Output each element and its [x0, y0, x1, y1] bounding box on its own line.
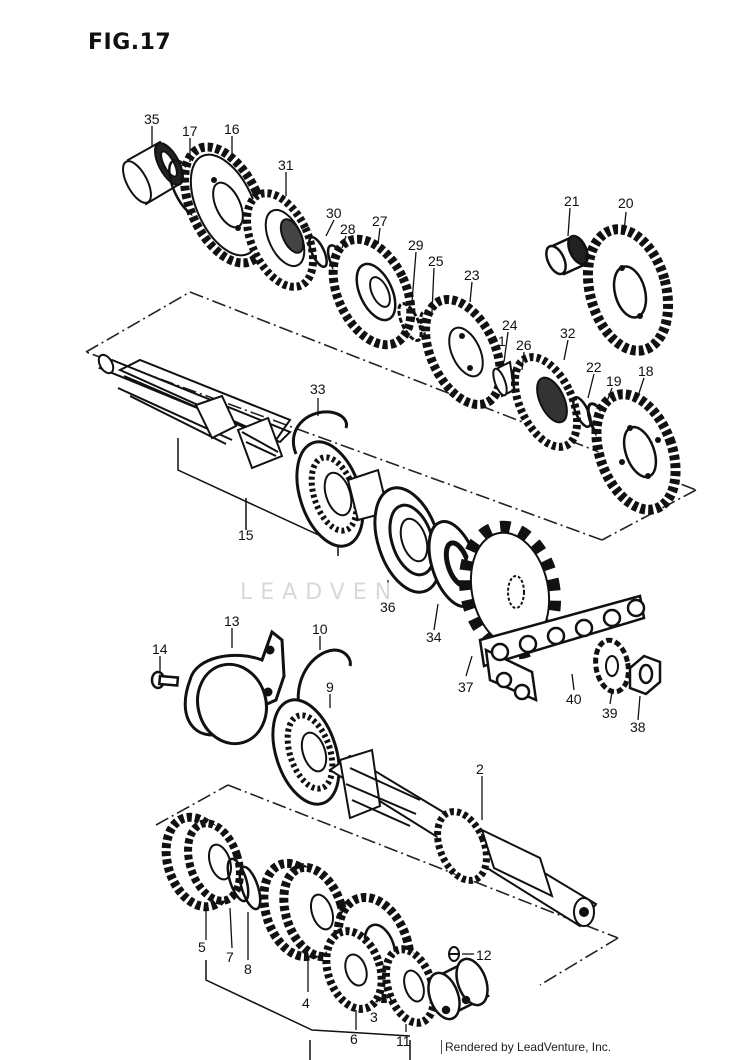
part-14-screw — [150, 670, 180, 690]
label-3: 3 — [370, 1009, 378, 1025]
part-15-shaft — [97, 353, 292, 470]
label-1: 1 — [498, 333, 506, 349]
part-9-bearing — [271, 698, 341, 806]
lower-assembly-boundary — [155, 784, 619, 986]
label-37: 37 — [458, 679, 474, 695]
label-8: 8 — [244, 961, 252, 977]
label-33: 33 — [310, 381, 326, 397]
label-2: 2 — [476, 761, 484, 777]
label-21: 21 — [564, 193, 580, 209]
watermark-text: LEADVEN — [240, 580, 400, 605]
label-4: 4 — [302, 995, 310, 1011]
part-8-circlip — [238, 865, 262, 911]
part-37-sprocket — [458, 520, 562, 660]
label-13: 13 — [224, 613, 240, 629]
part-6-gear — [322, 927, 386, 1013]
label-29: 29 — [408, 237, 424, 253]
label-26: 26 — [516, 337, 532, 353]
part-27-gear — [328, 234, 416, 350]
label-23: 23 — [464, 267, 480, 283]
label-7: 7 — [226, 949, 234, 965]
callout-bracket-lower — [205, 960, 411, 1060]
part-23-gear — [421, 294, 505, 410]
part-5-gear — [161, 812, 244, 912]
part-29-spline-washer — [397, 302, 423, 342]
part-21-bushing — [545, 234, 589, 276]
label-34: 34 — [426, 629, 442, 645]
label-17: 17 — [182, 123, 198, 139]
label-39: 39 — [602, 705, 618, 721]
part-32-gear — [510, 353, 582, 451]
part-40-drive-chain — [478, 594, 646, 703]
part-31-gear — [242, 189, 318, 291]
label-19: 19 — [606, 373, 622, 389]
label-24: 24 — [502, 317, 518, 333]
label-10: 10 — [312, 621, 328, 637]
part-20-gear — [582, 224, 674, 356]
label-11: 11 — [396, 1033, 411, 1049]
label-30: 30 — [326, 205, 342, 221]
label-25: 25 — [428, 253, 444, 269]
label-5: 5 — [198, 939, 206, 955]
label-31: 31 — [278, 157, 294, 173]
part-10-circlip — [296, 648, 352, 713]
label-15: 15 — [238, 527, 254, 543]
label-28: 28 — [340, 221, 356, 237]
label-6: 6 — [350, 1031, 358, 1047]
label-36: 36 — [380, 599, 396, 615]
part-7-washer — [226, 857, 250, 903]
part-39-lock-washer — [593, 637, 631, 695]
label-27: 27 — [372, 213, 388, 229]
label-14: 14 — [152, 641, 168, 657]
countershaft-bearing — [295, 440, 390, 548]
label-40: 40 — [566, 691, 582, 707]
part-30-washer — [308, 236, 328, 268]
leader-lines — [151, 126, 645, 1032]
label-9: 9 — [326, 679, 334, 695]
label-18: 18 — [638, 363, 654, 379]
part-38-nut — [628, 654, 662, 696]
label-35: 35 — [144, 111, 160, 127]
figure-title: FIG.17 — [88, 30, 172, 55]
part-number-labels: 35 17 16 31 30 28 27 29 25 23 24 1 26 32… — [144, 111, 654, 1049]
label-20: 20 — [618, 195, 634, 211]
shaft-end-bearing — [427, 957, 490, 1021]
label-16: 16 — [224, 121, 240, 137]
part-33-circlip — [291, 410, 348, 455]
label-22: 22 — [586, 359, 602, 375]
part-24-bushing — [492, 360, 516, 398]
part-2-main-shaft — [328, 748, 598, 928]
render-credit: Rendered by LeadVenture, Inc. — [441, 1040, 611, 1054]
label-32: 32 — [560, 325, 576, 341]
part-12-o-ring — [448, 946, 460, 962]
part-16-gear — [180, 142, 270, 268]
callout-bracket-15 — [177, 438, 339, 556]
label-38: 38 — [630, 719, 646, 735]
part-13-bearing-retainer — [183, 629, 286, 746]
part-18-gear — [591, 389, 681, 515]
label-12: 12 — [476, 947, 492, 963]
